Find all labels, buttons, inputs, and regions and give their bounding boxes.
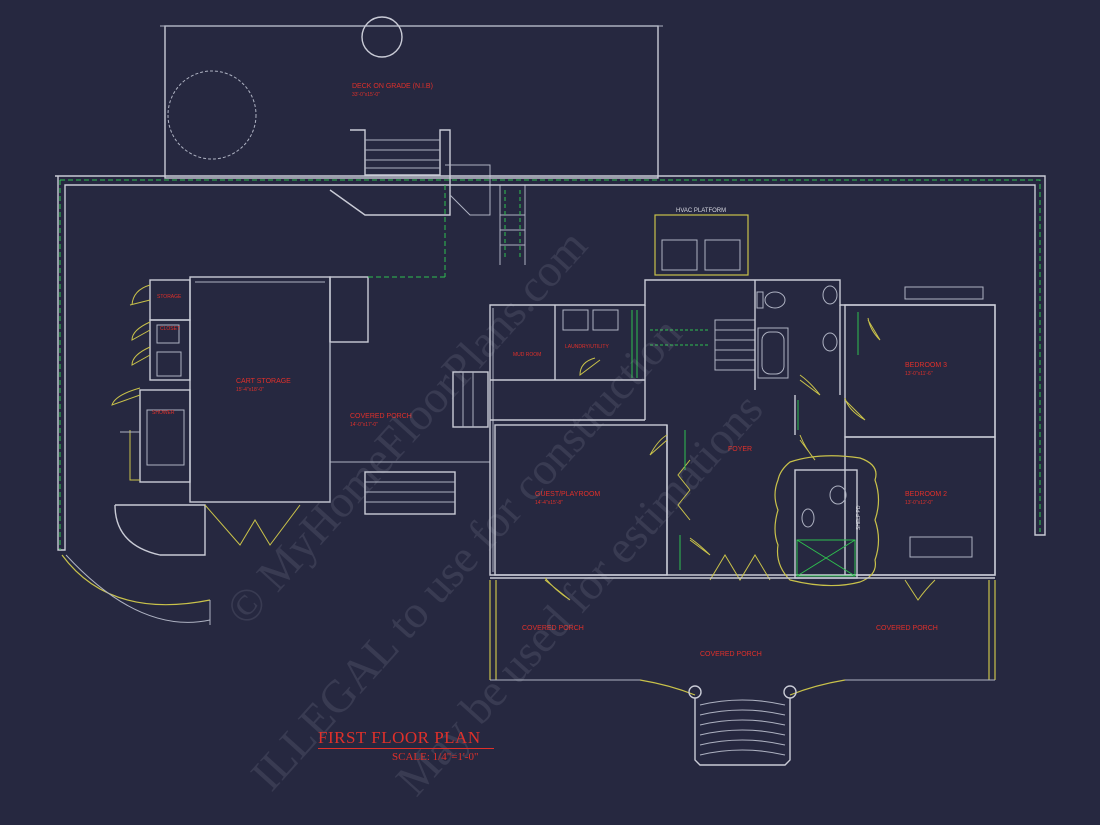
cart-storage-dim: 15'-4"x18'-0" — [236, 387, 264, 393]
plan-title-underline — [318, 748, 494, 749]
deck-steps — [329, 129, 526, 265]
side-porch-dim: 14'-0"x17'-0" — [350, 422, 378, 428]
guest-dim: 14'-4"x15'-8" — [535, 500, 563, 506]
laundry-label: LAUNDRY/UTILITY — [565, 344, 609, 350]
bedroom3-label: BEDROOM 3 — [905, 362, 947, 369]
deck: DECK ON GRADE (N.I.B) 33'-0"x15'-0" — [160, 16, 663, 179]
side-porch-label: COVERED PORCH — [350, 413, 412, 420]
closet-label: CLOSET — [160, 326, 180, 332]
bedroom2-dim: 13'-0"x12'-0" — [905, 500, 933, 506]
porch-right-label: COVERED PORCH — [876, 625, 938, 632]
guest-label: GUEST/PLAYROOM — [535, 491, 600, 498]
mud-room-label: MUD ROOM — [513, 352, 541, 358]
shelf-label: SHELF PD — [856, 505, 862, 530]
storage-label: STORAGE — [157, 294, 182, 300]
bedroom3-dim: 13'-0"x11'-6" — [905, 371, 933, 377]
perimeter-fence — [55, 175, 1046, 625]
front-steps — [694, 698, 791, 766]
side-covered-porch: COVERED PORCH 14'-0"x17'-0" — [329, 342, 490, 515]
main-house: MUD ROOM LAUNDRY/UTILITY HVAC PLATFORM — [489, 208, 996, 587]
deck-label: DECK ON GRADE (N.I.B) — [352, 83, 433, 90]
shower-label: SHOWER — [152, 410, 175, 416]
foyer-label: FOYER — [728, 446, 752, 453]
porch-center-label: COVERED PORCH — [700, 651, 762, 658]
cart-storage-wing: STORAGE CLOSET SHOWER CART STORAGE 15'-4… — [111, 185, 446, 556]
front-porch: COVERED PORCH COVERED PORCH COVERED PORC… — [489, 577, 996, 699]
bedroom2-label: BEDROOM 2 — [905, 491, 947, 498]
porch-left-label: COVERED PORCH — [522, 625, 584, 632]
plan-scale: SCALE: 1/4"=1'-0" — [392, 751, 479, 763]
hvac-label: HVAC PLATFORM — [676, 208, 726, 214]
deck-dim: 33'-0"x15'-0" — [352, 92, 380, 98]
cart-storage-label: CART STORAGE — [236, 378, 291, 385]
plan-title: FIRST FLOOR PLAN — [318, 728, 481, 747]
